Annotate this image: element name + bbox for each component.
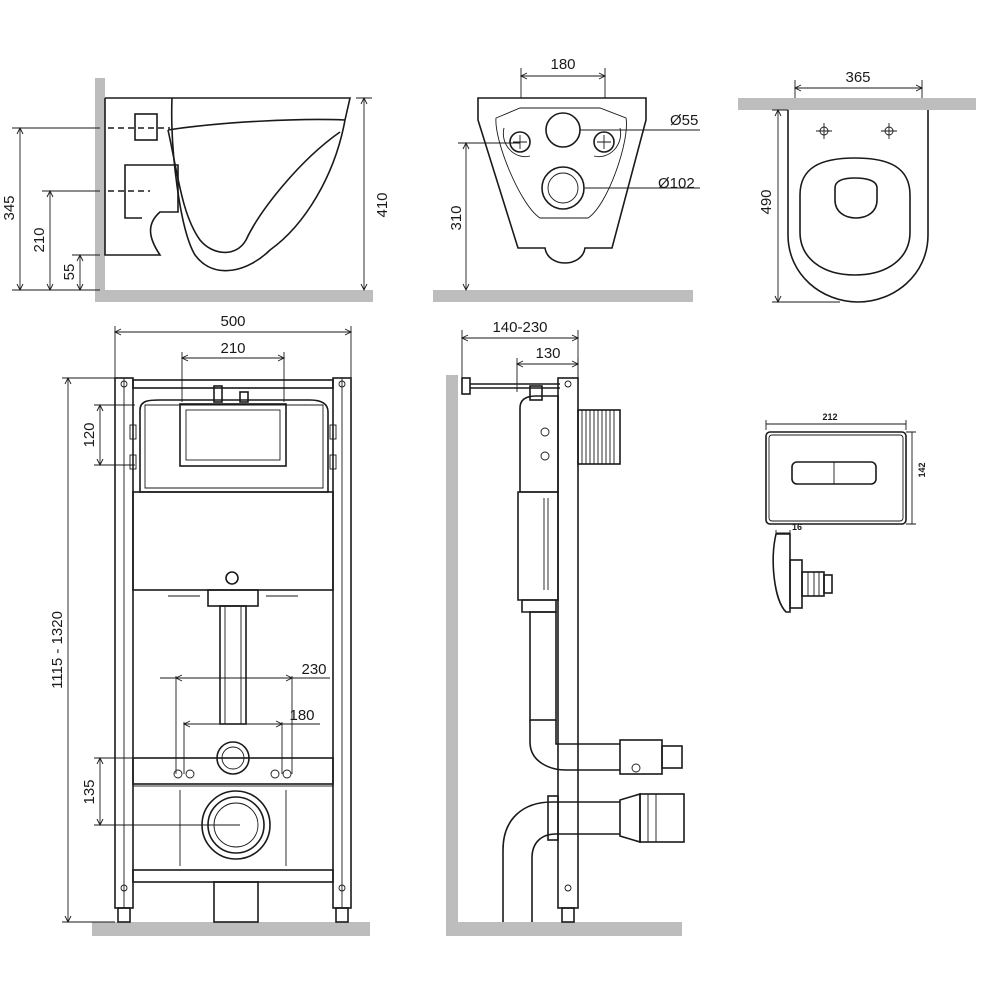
bowl-top-outline xyxy=(787,110,929,303)
dim-140-230: 140-230 xyxy=(492,319,547,336)
dim-490: 490 xyxy=(758,189,775,214)
wall-vertical xyxy=(95,78,105,300)
bowl-side-dimensions: 345 210 55 410 xyxy=(1,96,391,292)
dim-1115-1320: 1115 - 1320 xyxy=(49,611,66,689)
frame-side-dimensions: 140-230 130 xyxy=(460,319,580,392)
frame-side-view: 140-230 130 xyxy=(446,319,685,936)
dim-dia102: Ø102 xyxy=(658,175,695,192)
bowl-back-view: 180 Ø55 Ø102 310 xyxy=(433,56,700,302)
dim-142: 142 xyxy=(917,462,927,477)
frame-outline xyxy=(114,377,352,923)
dim-120: 120 xyxy=(81,422,98,447)
dim-410: 410 xyxy=(374,192,391,217)
frame-front-view: 500 210 120 1115 - 1320 230 180 135 xyxy=(49,313,370,936)
dim-dia55: Ø55 xyxy=(670,112,698,129)
bowl-side-outline xyxy=(104,97,352,272)
dim-345: 345 xyxy=(1,195,18,220)
dim-130: 130 xyxy=(535,345,560,362)
dim-16: 16 xyxy=(792,522,802,532)
floor xyxy=(433,290,693,302)
bowl-back-outline xyxy=(477,97,647,264)
bowl-side-view: 345 210 55 410 xyxy=(1,78,391,302)
floor xyxy=(95,290,373,302)
wall-vertical xyxy=(446,375,458,935)
dim-500: 500 xyxy=(220,313,245,330)
frame-side-outline xyxy=(461,377,685,923)
dim-230: 230 xyxy=(301,661,326,678)
flush-plate-front xyxy=(765,431,907,525)
wall xyxy=(738,98,976,110)
dim-180: 180 xyxy=(550,56,575,73)
floor xyxy=(446,922,682,936)
flush-plate-side xyxy=(772,533,833,613)
dim-212: 212 xyxy=(822,412,837,422)
bowl-top-view: 365 490 xyxy=(738,69,976,304)
dim-210-frame: 210 xyxy=(220,340,245,357)
floor xyxy=(92,922,370,936)
dim-210: 210 xyxy=(31,227,48,252)
bowl-back-dimensions: 180 Ø55 Ø102 310 xyxy=(448,56,700,292)
dim-310: 310 xyxy=(448,205,465,230)
dim-365: 365 xyxy=(845,69,870,86)
flush-plate-view: 212 142 16 xyxy=(765,412,927,613)
bowl-top-dimensions: 365 490 xyxy=(758,69,924,304)
dim-180-frame: 180 xyxy=(289,707,314,724)
frame-front-dimensions: 500 210 120 1115 - 1320 230 180 135 xyxy=(49,313,353,924)
dim-135: 135 xyxy=(81,779,98,804)
flush-plate-dimensions: 212 142 16 xyxy=(765,412,927,536)
dim-55: 55 xyxy=(61,264,78,281)
